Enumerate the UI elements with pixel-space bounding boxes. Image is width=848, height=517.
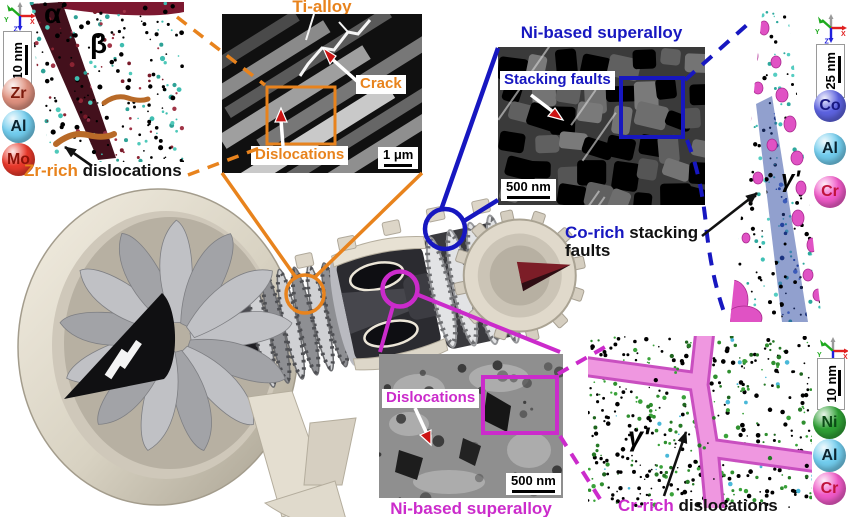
gamma-prime-label: γ' <box>781 166 801 193</box>
gamma-prime-label: γ' <box>628 422 650 452</box>
crack-arrow <box>330 57 360 84</box>
dislocations-roi-box <box>481 375 559 435</box>
tem-panel-ti-alloy: Ti-alloy Crack <box>222 0 422 173</box>
svg-text:X: X <box>843 354 848 361</box>
dislocations-roi-box <box>265 85 337 146</box>
apt-panel-ti-alloy: Y Z X 10 nm α β Zr Al Mo Zr-rich disloca… <box>0 0 192 196</box>
alpha-wedge <box>30 2 116 160</box>
cr-rich-dislocation-network <box>588 336 812 508</box>
co-rich-stacking-faults-caption: Co-rich stacking faults <box>565 223 699 260</box>
element-badge-co: Co <box>814 90 846 122</box>
svg-text:Z: Z <box>825 39 830 45</box>
apt-panel-cr-superalloy: γ' Y Z X 10 nm Ni Al Cr Cr-rich dislocat… <box>588 336 848 517</box>
sem-panel-ni-superalloy-bottom: Dislocations 500 nm Ni-based superalloy <box>379 354 563 517</box>
beta-phase-label: β <box>90 28 108 59</box>
element-badge-cr: Cr <box>813 472 846 505</box>
apt-cr-point-cloud <box>588 336 812 508</box>
tem-panel-title: Ti-alloy <box>292 0 352 16</box>
exhaust-cone-shadow <box>519 264 571 292</box>
stacking-faults-roi-box <box>619 76 685 139</box>
dislocations-label: Dislocations <box>251 146 349 165</box>
sem-bottom-title: Ni-based superalloy <box>390 499 552 517</box>
scale-bar-1um: 1 μm <box>378 147 419 169</box>
zr-rich-dislocations-caption: Zr-rich dislocations <box>24 161 182 180</box>
svg-text:Y: Y <box>815 29 820 36</box>
svg-text:Y: Y <box>817 352 822 359</box>
dislocations-arrow <box>279 119 285 147</box>
sem-panel-ni-superalloy-top: Ni-based superalloy Stacking faults 500 … <box>498 23 705 205</box>
sem-micrograph-dislocations <box>379 354 563 498</box>
svg-text:X: X <box>30 19 35 26</box>
co-rich-stacking-fault-streak <box>756 96 808 322</box>
element-badge-al: Al <box>2 110 35 143</box>
svg-text:X: X <box>841 31 846 38</box>
stacking-faults-label: Stacking faults <box>500 71 615 90</box>
element-badge-al: Al <box>814 133 846 165</box>
apt-panel-co-superalloy: Y Z X 25 nm Co Al Cr γ' <box>700 0 848 322</box>
scale-bar-500nm-top: 500 nm <box>501 179 556 201</box>
scale-bar-vertical: 10 nm <box>817 358 845 410</box>
crack-label: Crack <box>356 75 406 94</box>
svg-text:Y: Y <box>4 17 9 24</box>
alpha-phase-band <box>58 2 184 16</box>
sem-top-title: Ni-based superalloy <box>520 23 683 42</box>
element-badge-mo: Mo <box>2 143 35 176</box>
crack-feature <box>298 14 372 77</box>
element-badge-cr: Cr <box>814 176 846 208</box>
element-badge-ni: Ni <box>813 406 846 439</box>
zr-rich-dislocation-lines <box>53 94 151 147</box>
dislocations-label: Dislocations <box>382 389 480 408</box>
exhaust-cone <box>516 261 571 284</box>
svg-text:Z: Z <box>14 27 19 33</box>
axis-triad-icon: Y Z X <box>3 2 37 32</box>
cr-rich-dislocations-caption: Cr-rich dislocations <box>618 496 778 515</box>
support-struts <box>247 390 357 517</box>
axis-triad-icon: Y Z X <box>814 14 848 44</box>
element-badge-al: Al <box>813 439 846 472</box>
spinner-cone <box>64 293 176 399</box>
dislocations-arrow <box>413 407 429 435</box>
fracture-pits <box>395 392 511 480</box>
element-badge-zr: Zr <box>2 77 35 110</box>
scale-bar-500nm-bottom: 500 nm <box>506 473 561 495</box>
alpha-phase-label: α <box>44 0 62 29</box>
